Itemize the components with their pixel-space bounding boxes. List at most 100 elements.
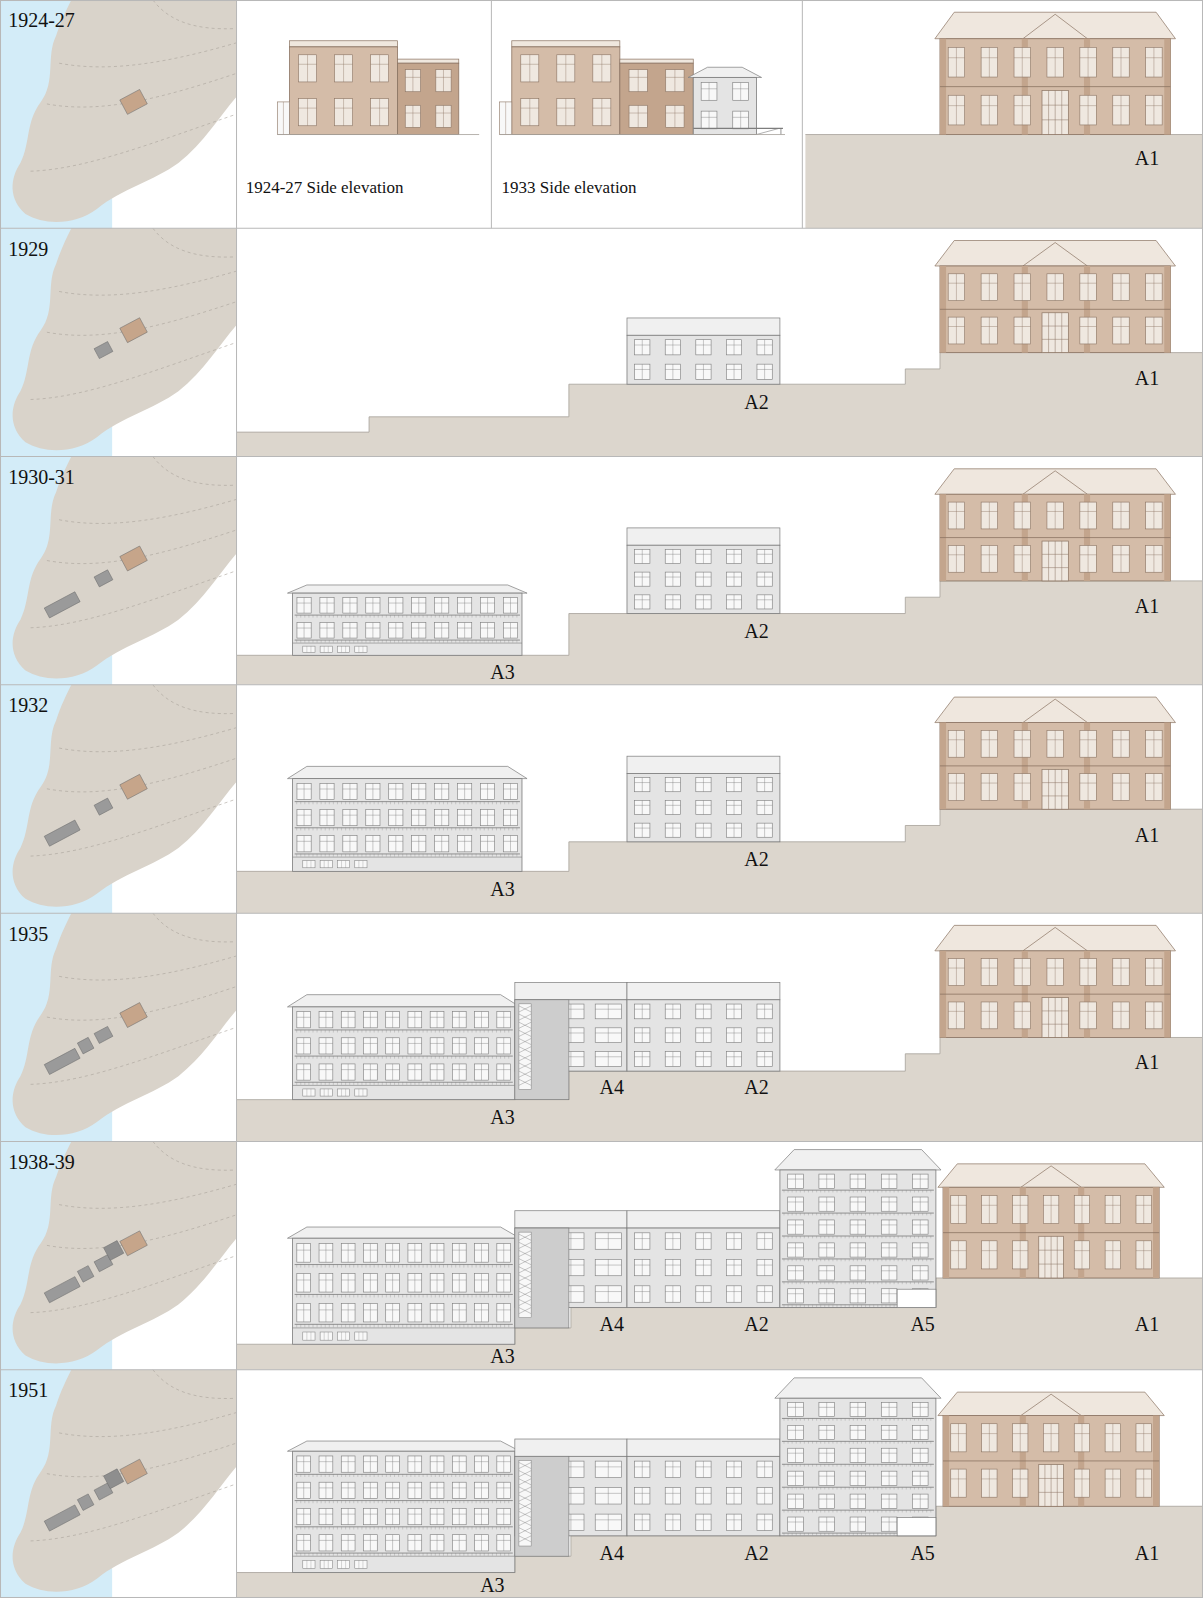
baluster — [788, 1236, 789, 1238]
baluster — [357, 1056, 358, 1059]
baluster — [349, 615, 350, 617]
mullion — [642, 340, 643, 355]
hip-roof — [287, 995, 519, 1007]
baluster — [365, 802, 366, 805]
basement-window — [303, 861, 315, 868]
baluster — [459, 1265, 460, 1268]
transom — [412, 841, 426, 842]
transom — [405, 77, 420, 78]
window — [1113, 274, 1129, 301]
baluster — [321, 854, 322, 857]
mullion — [325, 1064, 326, 1080]
mullion — [1022, 274, 1023, 301]
baluster — [370, 1082, 371, 1085]
building-elevation — [627, 756, 780, 842]
window — [1014, 959, 1030, 986]
mullion — [764, 1233, 765, 1249]
baluster — [496, 802, 497, 805]
mullion — [570, 1259, 571, 1275]
baluster — [361, 1265, 362, 1268]
building-footprint — [94, 798, 113, 815]
baluster — [296, 640, 297, 642]
mullion — [303, 1244, 304, 1263]
transom — [948, 57, 964, 58]
facade — [940, 951, 1170, 1038]
baluster — [910, 1236, 911, 1238]
mullion — [795, 1243, 796, 1257]
peninsula — [13, 913, 237, 1135]
mullion — [481, 1064, 482, 1080]
baluster — [804, 1259, 805, 1261]
baluster — [804, 1190, 805, 1192]
baluster — [374, 802, 375, 805]
window — [635, 1259, 650, 1275]
baluster — [910, 1259, 911, 1261]
transom — [1146, 554, 1162, 555]
baluster — [361, 828, 362, 831]
window — [757, 1004, 772, 1019]
transom — [497, 1309, 511, 1310]
base-line — [293, 643, 522, 644]
baluster — [472, 1294, 473, 1297]
baluster — [472, 1265, 473, 1268]
baluster — [443, 1056, 444, 1059]
baluster — [402, 1030, 403, 1033]
baluster — [463, 802, 464, 805]
transom — [819, 1224, 835, 1225]
transom — [726, 369, 741, 370]
transom — [319, 1309, 333, 1310]
stair-glazing-bar — [519, 1006, 531, 1012]
mullion — [306, 861, 307, 868]
window — [819, 1266, 835, 1280]
window — [665, 1028, 680, 1043]
window — [475, 1038, 489, 1054]
mullion — [989, 95, 990, 125]
baluster — [410, 1082, 411, 1085]
mullion — [920, 1220, 921, 1234]
baluster — [857, 1213, 858, 1215]
window — [948, 274, 964, 301]
site-plan — [0, 913, 237, 1141]
baluster — [296, 1324, 297, 1327]
contour-line — [31, 114, 237, 171]
window — [341, 1012, 355, 1028]
baluster — [370, 615, 371, 617]
mullion — [956, 317, 957, 344]
mullion — [370, 1244, 371, 1263]
mullion — [734, 364, 735, 379]
mullion — [529, 55, 530, 82]
mullion — [601, 55, 602, 82]
mullion — [734, 1286, 735, 1302]
basement-window — [320, 1089, 332, 1096]
mullion — [920, 1243, 921, 1257]
baluster — [484, 1294, 485, 1297]
window — [297, 598, 311, 613]
mullion — [372, 809, 373, 825]
window — [788, 1197, 804, 1211]
baluster — [402, 1082, 403, 1085]
transom — [408, 1017, 422, 1018]
baluster — [374, 1294, 375, 1297]
window — [1113, 1002, 1129, 1029]
stair-glazing-bar — [519, 1267, 531, 1273]
mullion — [989, 545, 990, 572]
baluster — [467, 828, 468, 831]
baluster — [508, 828, 509, 831]
pediment — [1023, 243, 1088, 266]
baluster — [837, 1190, 838, 1192]
transom — [458, 603, 472, 604]
window — [366, 598, 380, 613]
mullion — [920, 1197, 921, 1211]
baluster — [406, 802, 407, 805]
mullion — [795, 1174, 796, 1188]
stair-block — [515, 1228, 569, 1328]
baluster — [410, 828, 411, 831]
transom — [1080, 105, 1096, 106]
transom — [696, 805, 711, 806]
baluster — [390, 1030, 391, 1033]
baluster — [439, 1056, 440, 1059]
window — [343, 836, 357, 852]
facade — [293, 1238, 515, 1344]
baluster — [472, 1030, 473, 1033]
baluster — [300, 828, 301, 831]
